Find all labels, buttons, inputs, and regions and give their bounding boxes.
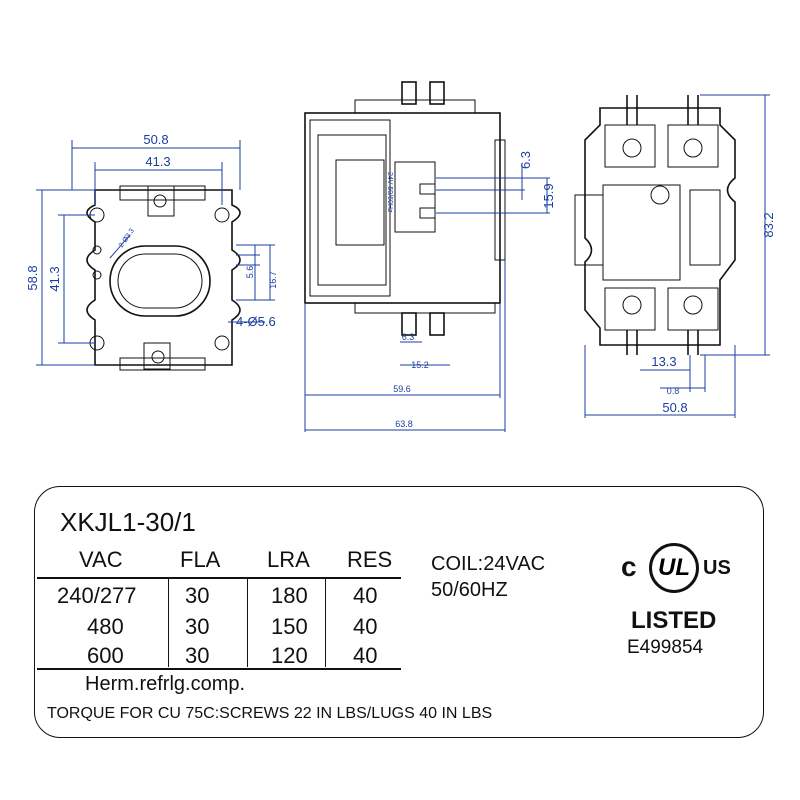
cell-res-1: 40 [353, 583, 378, 608]
dim-side-6-3-top: 6.3 [518, 151, 533, 169]
table-divider-2 [247, 577, 248, 667]
coil-voltage: COIL:24VAC [431, 553, 546, 575]
torque-note: TORQUE FOR CU 75C:SCREWS 22 IN LBS/LUGS … [47, 705, 493, 722]
rating-label: XKJL1-30/1 VAC FLA LRA RES 240/277 30 18… [34, 486, 764, 738]
dim-right-83-2: 83.2 [761, 212, 776, 237]
dim-side-15-2: 15.2 [411, 360, 429, 370]
dim-width-inner: 41.3 [145, 154, 170, 169]
top-view: 83.2 13.3 0.8 50.8 [574, 94, 776, 418]
header-fla: FLA [180, 547, 221, 572]
dim-right-13-3: 13.3 [651, 354, 676, 369]
coil-label: 24V 50/60Hz [386, 172, 393, 213]
cell-res-3: 40 [353, 643, 378, 668]
dim-mount-holes: 4-Ø5.6 [236, 314, 276, 329]
cell-lra-3: 120 [271, 643, 308, 668]
header-lra: LRA [267, 547, 310, 572]
table-bottom-rule [37, 668, 401, 670]
table-divider-3 [325, 577, 326, 667]
ul-file-number: E499854 [627, 637, 704, 658]
side-view: 24V 50/60Hz 6.3 15.9 6.3 15.2 59.6 63.8 [304, 81, 556, 432]
coil-frequency: 50/60HZ [431, 579, 508, 601]
ul-listed: LISTED [631, 607, 717, 634]
front-view: 50.8 41.3 58.8 41.3 2-Ø3.3 5.6 16.7 4-Ø5… [25, 132, 278, 371]
dim-right-0-8: 0.8 [667, 386, 680, 396]
ul-logo: UL [649, 543, 699, 593]
ul-listed-mark: UL c US LISTED E499854 [607, 543, 747, 663]
table-header-rule [37, 577, 401, 579]
ul-text: UL [658, 554, 690, 581]
header-res: RES [347, 547, 393, 572]
cell-vac-1: 240/277 [57, 583, 137, 608]
contactor-drawing: 50.8 41.3 58.8 41.3 2-Ø3.3 5.6 16.7 4-Ø5… [25, 81, 776, 432]
dim-right-50-8: 50.8 [662, 400, 687, 415]
cell-res-2: 40 [353, 614, 378, 639]
dim-side-63-8: 63.8 [395, 419, 413, 429]
cell-vac-2: 480 [87, 614, 124, 639]
model-number: XKJL1-30/1 [60, 507, 196, 537]
dim-height-inner: 41.3 [47, 266, 62, 291]
dim-side-6-3-bottom: 6.3 [402, 332, 415, 342]
cell-fla-3: 30 [185, 643, 210, 668]
dim-slot-16-7: 16.7 [268, 271, 278, 289]
dim-width-outer: 50.8 [143, 132, 168, 147]
header-vac: VAC [79, 547, 123, 572]
cell-lra-2: 150 [271, 614, 308, 639]
dim-side-15-9: 15.9 [541, 183, 556, 208]
ul-c: c [621, 551, 637, 582]
dim-small-holes: 2-Ø3.3 [118, 228, 136, 250]
dim-side-59-6: 59.6 [393, 384, 411, 394]
cell-fla-1: 30 [185, 583, 210, 608]
cell-fla-2: 30 [185, 614, 210, 639]
ul-us: US [703, 557, 731, 579]
dim-slot-5-6: 5.6 [245, 266, 255, 279]
dim-height-outer: 58.8 [25, 265, 40, 290]
table-divider-1 [168, 577, 169, 667]
cell-lra-1: 180 [271, 583, 308, 608]
cell-vac-3: 600 [87, 643, 124, 668]
herm-refrig-note: Herm.refrlg.comp. [85, 673, 246, 695]
